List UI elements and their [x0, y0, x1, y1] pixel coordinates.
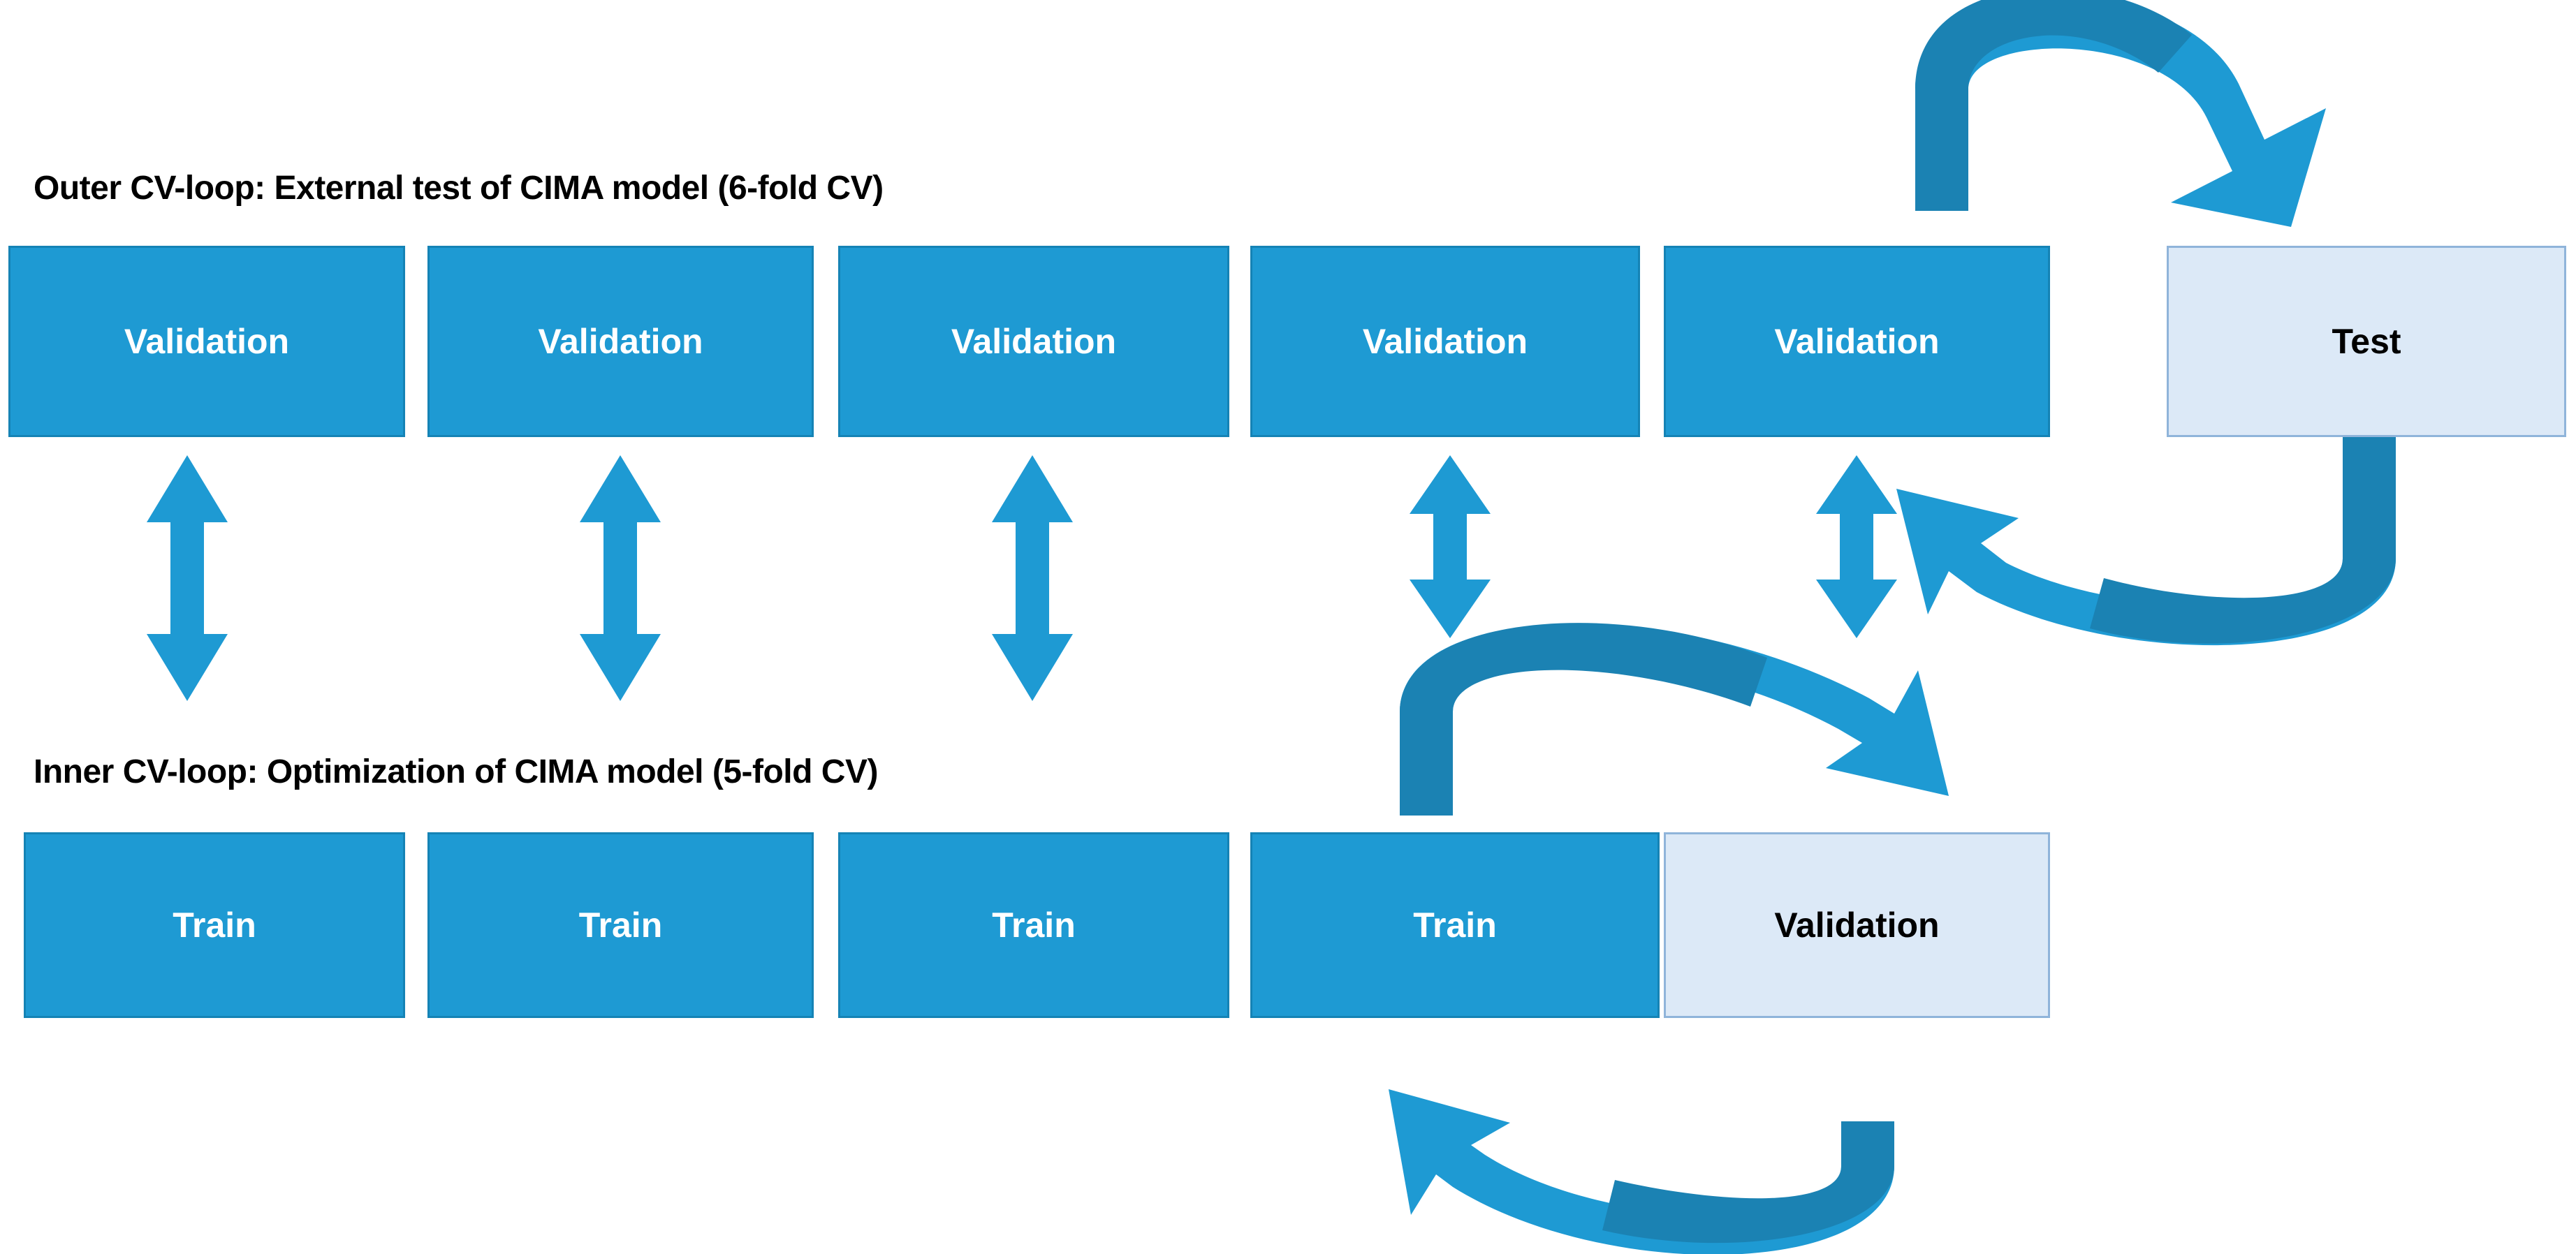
outer-fold-label-4: Validation: [1362, 322, 1528, 361]
outer-fold-label-5: Validation: [1774, 322, 1940, 361]
double-arrow-1: [147, 455, 228, 701]
inner-fold-label-1: Train: [173, 906, 256, 945]
outer-fold-label-3: Validation: [951, 322, 1117, 361]
double-arrow-5: [1816, 455, 1897, 638]
outer-fold-label-2: Validation: [538, 322, 703, 361]
inner-fold-label-2: Train: [578, 906, 663, 945]
outer-loop-top-curved-arrow: [1915, 0, 2326, 227]
outer-fold-box-2[interactable]: Validation: [427, 246, 814, 437]
outer-loop-bottom-curved-arrow: [1896, 427, 2396, 646]
inner-fold-box-2[interactable]: Train: [427, 832, 814, 1018]
inner-fold-label-3: Train: [992, 906, 1076, 945]
outer-fold-box-5[interactable]: Validation: [1664, 246, 2050, 437]
outer-fold-box-3[interactable]: Validation: [838, 246, 1229, 437]
double-arrow-4: [1410, 455, 1491, 638]
inner-loop-bottom-curved-arrow: [1389, 1089, 1894, 1254]
outer-fold-label-1: Validation: [124, 322, 290, 361]
inner-fold-label-4: Train: [1413, 906, 1497, 945]
inner-fold-box-1[interactable]: Train: [24, 832, 405, 1018]
double-arrow-2: [580, 455, 661, 701]
inner-loop-top-curved-arrow: [1400, 623, 1949, 816]
double-arrow-3: [992, 455, 1073, 701]
inner-loop-title: Inner CV-loop: Optimization of CIMA mode…: [34, 753, 878, 790]
outer-fold-box-1[interactable]: Validation: [8, 246, 405, 437]
inner-fold-box-3[interactable]: Train: [838, 832, 1229, 1018]
outer-fold-label-6: Test: [2332, 322, 2401, 361]
outer-fold-box-6-test[interactable]: Test: [2167, 246, 2566, 437]
inner-fold-box-5-validation[interactable]: Validation: [1664, 832, 2050, 1018]
inner-fold-label-5: Validation: [1774, 906, 1940, 945]
outer-fold-box-4[interactable]: Validation: [1250, 246, 1640, 437]
outer-loop-title: Outer CV-loop: External test of CIMA mod…: [34, 170, 884, 207]
inner-fold-box-4[interactable]: Train: [1250, 832, 1660, 1018]
